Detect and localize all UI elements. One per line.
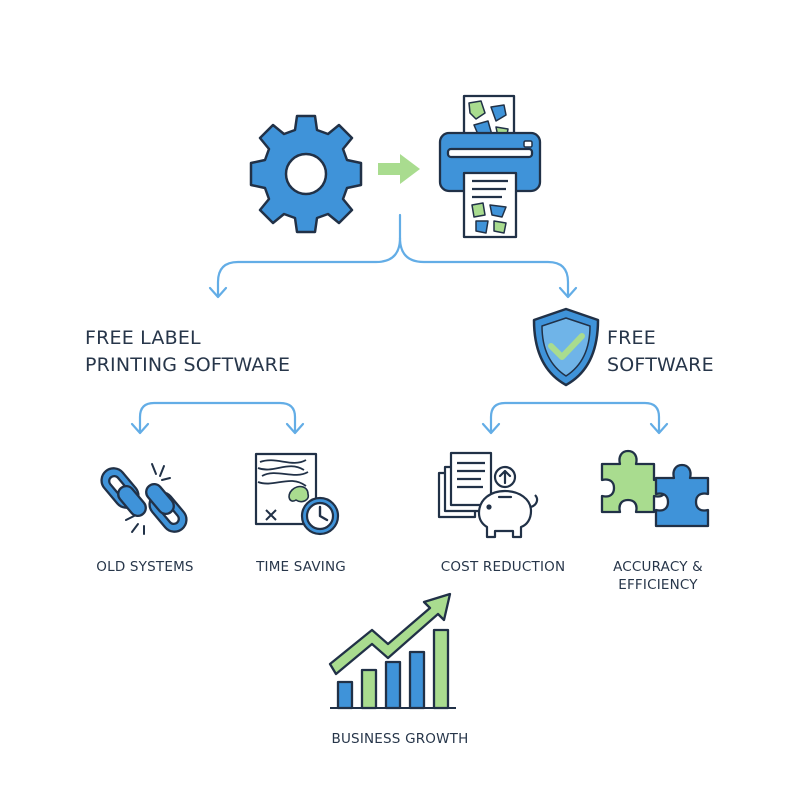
growth-bar-4: [408, 650, 426, 710]
connector-top-left-head: [208, 286, 228, 299]
node-accuracy-efficiency-line1: ACCURACY &: [613, 559, 703, 575]
node-accuracy-efficiency: ACCURACY & EFFICIENCY: [583, 558, 733, 594]
arrow-right-icon: [378, 154, 420, 184]
time-saving-icon: [254, 452, 340, 536]
connector-top-right: [398, 236, 570, 298]
growth-bar-5: [432, 628, 450, 710]
node-free-label-printing-software-line1: FREE LABEL: [85, 327, 201, 349]
connector-top-right-head: [558, 286, 578, 299]
connector-top-left: [216, 213, 402, 298]
node-business-growth: BUSINESS GROWTH: [331, 731, 469, 747]
shield-check-icon: [532, 307, 600, 387]
node-free-label-printing-software: FREE LABEL PRINTING SOFTWARE: [85, 325, 290, 379]
connector-left-head-1: [130, 422, 150, 435]
node-old-systems: OLD SYSTEMS: [96, 559, 194, 575]
node-accuracy-efficiency-line2: EFFICIENCY: [618, 577, 698, 593]
gear-icon: [249, 114, 363, 234]
connector-right-head-2: [649, 422, 669, 435]
growth-chart-icon: [328, 592, 456, 710]
node-free-label-printing-software-line2: PRINTING SOFTWARE: [85, 354, 291, 376]
connector-right: [489, 401, 661, 434]
node-cost-reduction: COST REDUCTION: [440, 559, 566, 575]
printer-icon: [438, 94, 542, 239]
growth-bar-2: [360, 668, 378, 710]
cost-reduction-icon: [437, 451, 539, 539]
growth-bar-3: [384, 660, 402, 710]
connector-left-head-2: [285, 422, 305, 435]
growth-bar-1: [336, 680, 354, 710]
connector-right-head-1: [481, 422, 501, 435]
node-free-software-line1: FREE: [607, 327, 656, 349]
node-time-saving: TIME SAVING: [256, 559, 346, 575]
node-free-software-line2: SOFTWARE: [607, 354, 714, 376]
puzzle-icon: [600, 449, 710, 528]
connector-left: [138, 401, 297, 434]
node-free-software: FREE SOFTWARE: [607, 325, 714, 379]
broken-chain-icon: [100, 463, 188, 535]
growth-trend-arrow: [328, 592, 452, 676]
